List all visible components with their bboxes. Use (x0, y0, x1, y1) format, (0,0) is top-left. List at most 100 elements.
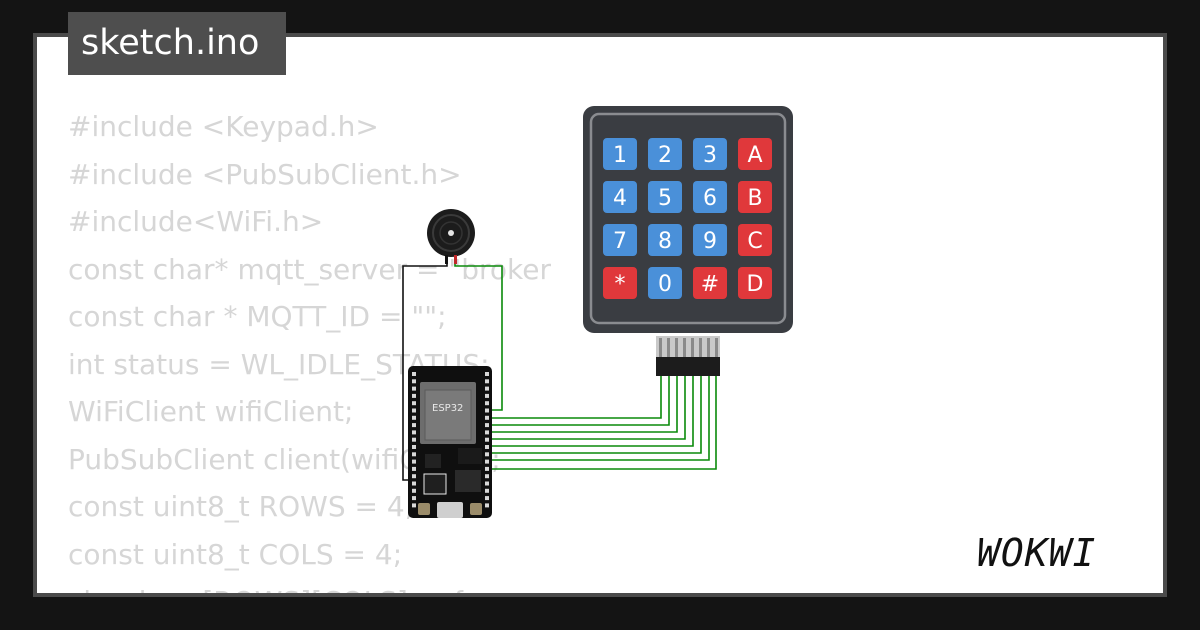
keypad-key[interactable]: C (738, 224, 772, 256)
board-pins (412, 372, 489, 508)
keypad-key-face (648, 224, 682, 256)
wire-keypad-4[interactable] (489, 376, 686, 440)
keypad-key[interactable]: 7 (603, 224, 637, 256)
header-pin (412, 466, 416, 471)
keypad-key[interactable]: # (693, 267, 727, 299)
connector-pin (659, 338, 662, 358)
header-pin (485, 437, 489, 442)
connector-pin (675, 338, 678, 358)
keypad-key[interactable]: 2 (648, 138, 682, 170)
chip-label: ESP32 (432, 403, 463, 414)
code-line: char keys[ROWS][COLS] = { (68, 578, 551, 593)
header-pin (485, 503, 489, 508)
header-pin (485, 393, 489, 398)
header-pin (485, 459, 489, 464)
buzzer-hole-icon (448, 230, 454, 236)
code-line: const char * MQTT_ID = ""; (68, 300, 447, 333)
code-line: #include <Keypad.h> (68, 110, 379, 143)
header-pin (412, 430, 416, 435)
keypad-key-label: 2 (658, 143, 672, 168)
keypad-key-label: B (747, 186, 762, 211)
keypad-key-label: * (615, 272, 626, 297)
keypad-key[interactable]: 6 (693, 181, 727, 213)
keypad-key[interactable]: 5 (648, 181, 682, 213)
wire-keypad-5[interactable] (489, 376, 694, 447)
header-pin (485, 430, 489, 435)
header-pin (412, 415, 416, 420)
keypad-key[interactable]: 3 (693, 138, 727, 170)
header-pin (485, 401, 489, 406)
connector-pin (667, 338, 670, 358)
keypad-key-face (738, 224, 772, 256)
code-line: const char* mqtt_server = "broker (68, 252, 551, 286)
code-editor[interactable]: #include <Keypad.h>#include <PubSubClien… (68, 103, 551, 593)
header-pin (412, 372, 416, 376)
keypad-key-label: 5 (658, 186, 672, 211)
header-pin (485, 452, 489, 457)
header-pin (485, 423, 489, 428)
wire-keypad-6[interactable] (489, 376, 702, 454)
keypad-key-face (693, 138, 727, 170)
buzzer[interactable] (427, 209, 475, 264)
header-pin (485, 445, 489, 449)
keypad-key[interactable]: B (738, 181, 772, 213)
connector-pins (659, 338, 718, 358)
keypad-key[interactable]: * (603, 267, 637, 299)
header-pin (412, 401, 416, 406)
keypad-key-face (738, 181, 772, 213)
header-pin (412, 496, 416, 501)
wire-keypad-1[interactable] (489, 376, 662, 419)
keypad-key-label: 7 (613, 229, 627, 254)
header-pin (412, 459, 416, 464)
reset-button[interactable] (470, 503, 482, 515)
keypad-key-label: 0 (658, 272, 672, 297)
keypad-key-face (693, 224, 727, 256)
keypad-key-label: A (747, 143, 762, 168)
wire-keypad-2[interactable] (489, 376, 670, 426)
header-pin (412, 423, 416, 428)
header-pin (412, 488, 416, 493)
keypad-key[interactable]: 9 (693, 224, 727, 256)
esp32-board[interactable]: ESP32 (408, 366, 492, 518)
usb-port-icon (437, 502, 463, 518)
keypad-key[interactable]: A (738, 138, 772, 170)
header-pin (485, 496, 489, 501)
keypad-key-face (648, 267, 682, 299)
header-pin (412, 379, 416, 384)
file-tab[interactable]: sketch.ino (68, 12, 286, 75)
keypad-key[interactable]: 8 (648, 224, 682, 256)
keypad-key-label: 9 (703, 229, 717, 254)
boot-button[interactable] (418, 503, 430, 515)
header-pin (485, 481, 489, 486)
header-pin (485, 379, 489, 384)
wire-keypad-7[interactable] (489, 376, 710, 461)
keypad-key[interactable]: D (738, 267, 772, 299)
header-pin (485, 488, 489, 493)
keypad-key[interactable]: 4 (603, 181, 637, 213)
header-pin (485, 372, 489, 376)
keypad-key-label: # (701, 272, 719, 297)
header-pin (412, 481, 416, 486)
header-pin (412, 386, 416, 391)
connector-pin (707, 338, 710, 358)
header-pin (485, 466, 489, 471)
header-pin (485, 415, 489, 420)
keypad-key-face (603, 267, 637, 299)
keypad-key-face (738, 267, 772, 299)
wire-keypad-8[interactable] (489, 376, 717, 470)
keypad-key-label: 3 (703, 143, 717, 168)
code-line: const uint8_t ROWS = 4; (68, 490, 415, 523)
keypad-key[interactable]: 0 (648, 267, 682, 299)
code-line: #include<WiFi.h> (68, 205, 324, 238)
keypad-key[interactable]: 1 (603, 138, 637, 170)
wire-keypad-3[interactable] (489, 376, 678, 433)
keypad-key-label: C (747, 229, 762, 254)
header-pin (412, 503, 416, 508)
keypad-key-face (648, 138, 682, 170)
header-pin (412, 437, 416, 442)
code-line: WiFiClient wifiClient; (68, 395, 354, 428)
keypad-key-face (648, 181, 682, 213)
